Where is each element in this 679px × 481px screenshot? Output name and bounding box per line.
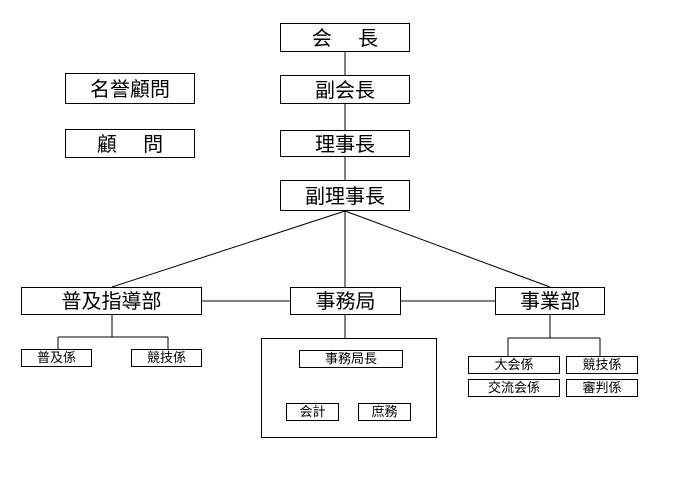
node-vice-president: 副会長 — [280, 75, 410, 104]
node-exchange-staff: 交流会係 — [468, 379, 560, 397]
node-chairman-label: 理事長 — [315, 131, 375, 156]
node-general-affairs-label: 庶務 — [371, 404, 398, 420]
node-secretariat-chief: 事務局長 — [299, 350, 403, 368]
secretariat-group-frame — [261, 338, 437, 438]
node-tournament-staff: 大会係 — [468, 356, 560, 374]
node-promotion-dept: 普及指導部 — [21, 287, 202, 315]
node-accounting: 会計 — [286, 403, 339, 421]
node-competition-staff-business-label: 競技係 — [582, 357, 622, 373]
node-secretariat-label: 事務局 — [315, 289, 376, 313]
node-honorary-advisor-label: 名誉顧問 — [90, 76, 170, 101]
node-chairman: 理事長 — [280, 130, 410, 157]
node-accounting-label: 会計 — [299, 404, 326, 420]
node-promotion-staff-label: 普及係 — [36, 350, 76, 366]
node-vice-chairman-label: 副理事長 — [305, 183, 385, 208]
node-promotion-staff: 普及係 — [21, 349, 92, 367]
node-exchange-staff-label: 交流会係 — [487, 380, 540, 396]
line-vice-chairman-business — [344, 210, 551, 288]
node-vice-president-label: 副会長 — [315, 77, 375, 102]
node-promotion-dept-label: 普及指導部 — [61, 289, 162, 313]
node-competition-staff-promo-label: 競技係 — [146, 350, 186, 366]
node-referee-staff-label: 審判係 — [582, 380, 622, 396]
line-vice-chairman-promotion — [111, 210, 346, 288]
node-competition-staff-promo: 競技係 — [131, 349, 202, 367]
node-advisor-label: 顧 問 — [96, 131, 164, 156]
node-honorary-advisor: 名誉顧問 — [65, 73, 195, 104]
node-advisor: 顧 問 — [65, 129, 195, 158]
node-tournament-staff-label: 大会係 — [494, 357, 534, 373]
node-president: 会 長 — [280, 23, 410, 52]
node-referee-staff: 審判係 — [566, 379, 638, 397]
node-general-affairs: 庶務 — [358, 403, 411, 421]
node-business-dept: 事業部 — [495, 287, 605, 315]
node-president-label: 会 長 — [311, 25, 379, 50]
node-business-dept-label: 事業部 — [520, 289, 580, 313]
node-secretariat: 事務局 — [290, 287, 401, 315]
node-competition-staff-business: 競技係 — [566, 356, 638, 374]
node-secretariat-chief-label: 事務局長 — [324, 351, 377, 367]
node-vice-chairman: 副理事長 — [280, 180, 410, 211]
